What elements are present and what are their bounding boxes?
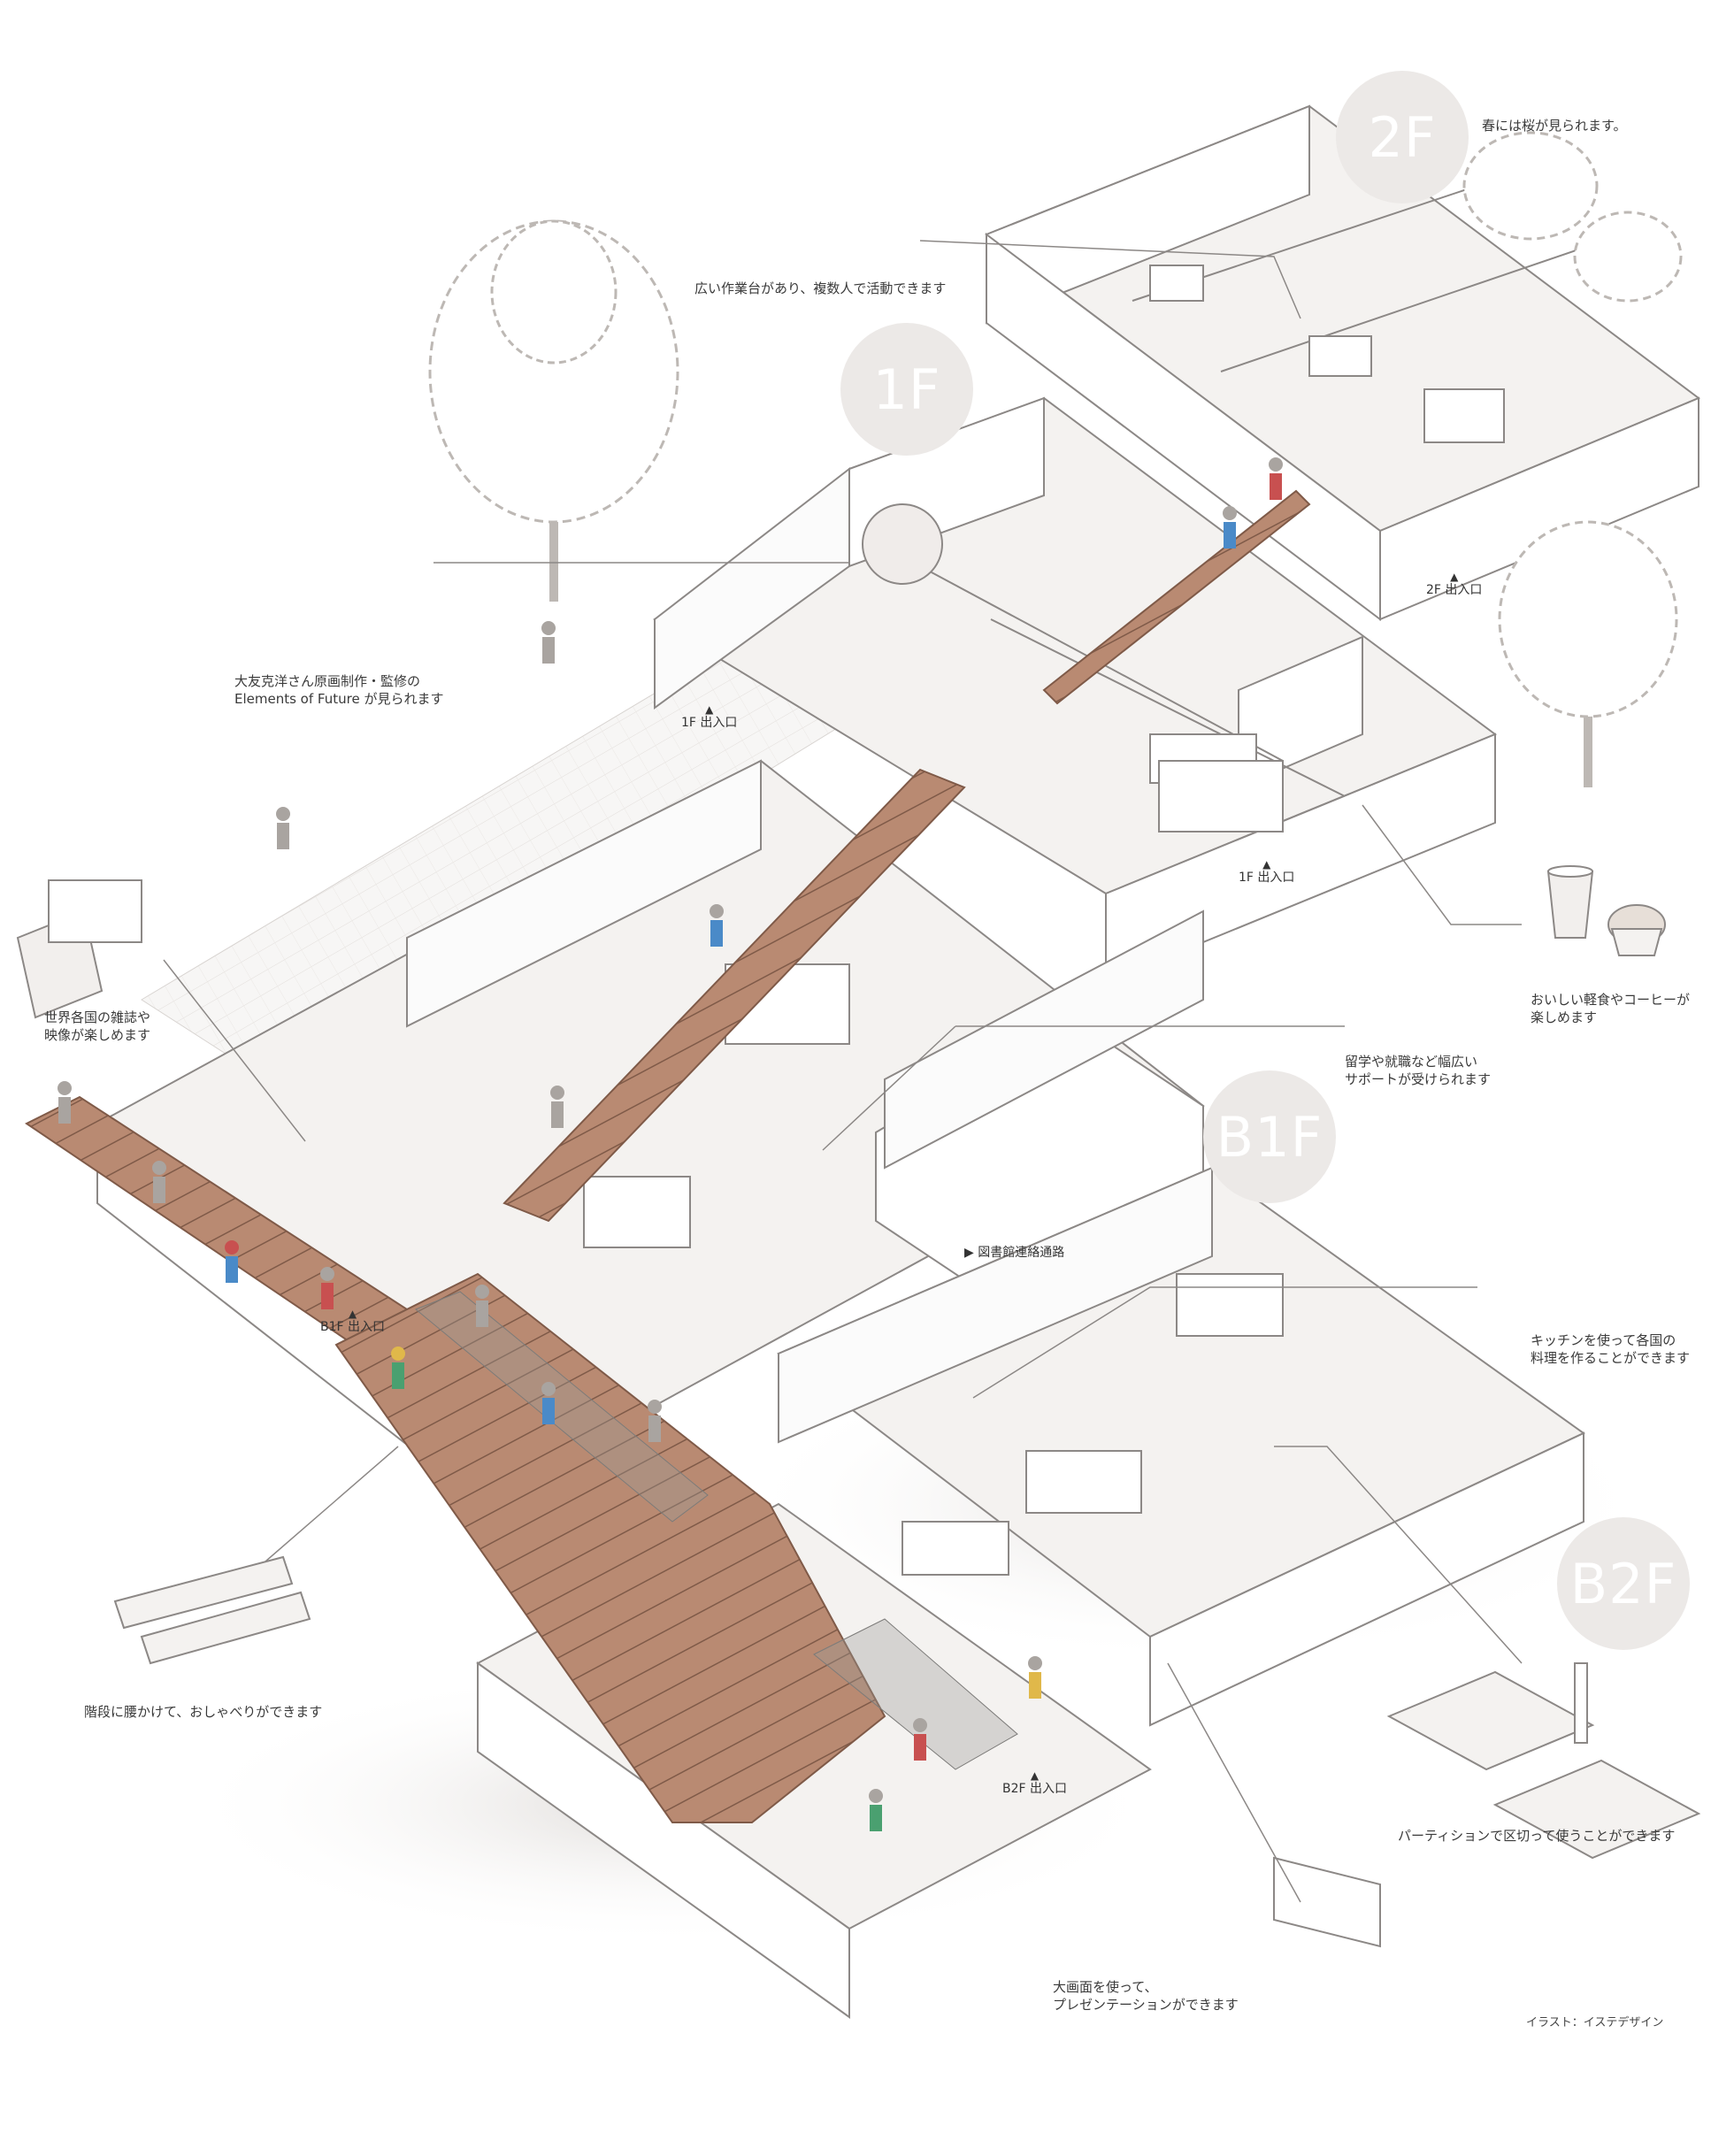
leader-lines [163,240,1523,1903]
callout-cafe: おいしい軽食やコーヒーが 楽しめます [1531,992,1691,1025]
sofa-icon [113,1555,311,1665]
library-corridor-label: ▶ 図書館連絡通路 [964,1246,1065,1260]
glass-railing [813,1618,1018,1770]
callout-sakura: 春には桜が見られます。 [1482,118,1627,134]
sakura-tree-icon [1462,131,1683,303]
callout-elements-of-future: 大友克洋さん原画制作・監修の Elements of Future が見られます [234,673,444,707]
coffee-cup-icon [1546,865,1594,939]
callout-stairs-chat: 階段に腰かけて、おしゃべりができます [84,1704,323,1720]
grand-staircase-b2f [334,1272,886,1823]
entrance-1f-left: ▲ 1F 出入口 [681,703,738,730]
easel-icon [1273,1856,1381,1948]
staircase-to-2f [1042,489,1311,705]
people-figures [58,457,1283,1831]
floor-badge-2f: 2F [1336,71,1469,203]
callout-kitchen: キッチンを使って各国の 料理を作ることができます [1531,1332,1691,1366]
entrance-2f: ▲ 2F 出入口 [1426,571,1483,597]
illustration-credit: イラスト：イステデザイン [1526,2016,1664,2029]
callout-support: 留学や就職など幅広い サポートが受けられます [1345,1054,1492,1087]
arrow-right-icon: ▶ [964,1246,974,1260]
muffin-icon [1607,904,1666,956]
floor-badge-1f: 1F [840,323,973,456]
callout-magazines: 世界各国の雑誌や 映像が楽しめます [44,1009,151,1043]
elements-of-future-artwork [862,503,943,585]
floor-badge-b2f: B2F [1557,1517,1690,1650]
callout-presentation: 大画面を使って、 プレゼンテーションができます [1053,1979,1239,2013]
staircase-to-1f [503,768,966,1223]
tree-icon [428,219,679,602]
entrance-1f-right: ▲ 1F 出入口 [1239,858,1295,885]
entrance-b1f: ▲ B1F 出入口 [320,1308,386,1334]
entrance-b2f: ▲ B2F 出入口 [1002,1769,1068,1796]
glass-railing [415,1291,709,1523]
tablet-icon [16,879,142,1019]
callout-worktable: 広い作業台があり、複数人で活動できます [694,280,947,296]
tree-icon [1498,520,1678,787]
callout-partition: パーティションで区切って使うことができます [1398,1828,1676,1844]
floor-badge-b1f: B1F [1203,1070,1336,1203]
partition-icon [1386,1662,1701,1860]
